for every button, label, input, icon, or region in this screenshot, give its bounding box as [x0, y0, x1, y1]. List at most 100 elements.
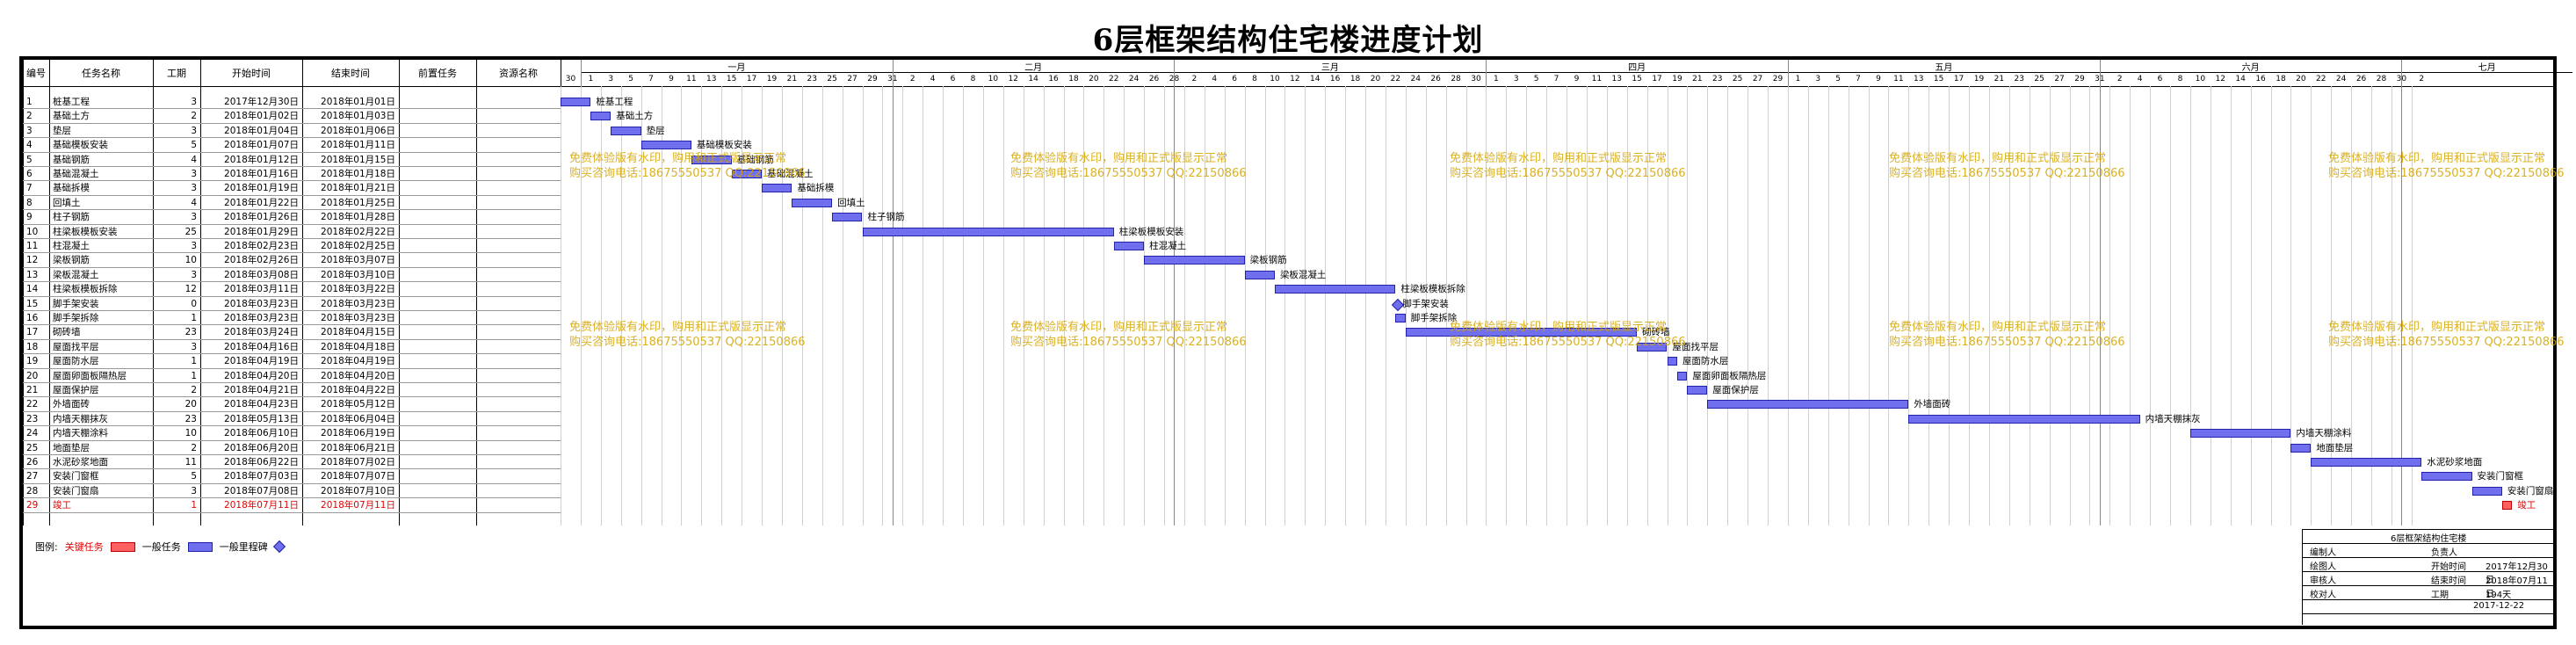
- day-gridline: [2331, 86, 2333, 525]
- task-duration: 0: [191, 298, 197, 309]
- day-gridline: [1183, 86, 1185, 525]
- task-end: 2018年06月19日: [321, 428, 395, 439]
- task-end: 2018年01月03日: [321, 111, 395, 122]
- day-tick: 28: [1451, 75, 1461, 83]
- task-name: 梁板混凝土: [53, 269, 99, 280]
- day-tick: 1: [1493, 75, 1499, 83]
- row-divider: [23, 137, 561, 139]
- day-tick: 12: [2215, 75, 2225, 83]
- task-bar: [762, 184, 792, 193]
- day-gridline: [821, 86, 823, 525]
- task-duration: 3: [191, 241, 197, 251]
- task-id: 19: [26, 356, 39, 367]
- task-end: 2018年06月21日: [321, 442, 395, 453]
- task-start: 2018年01月07日: [224, 140, 299, 151]
- task-name: 内墙天棚涂料: [53, 428, 108, 439]
- day-tick: 5: [628, 75, 633, 83]
- task-bar: [1908, 414, 2140, 424]
- row-divider: [23, 511, 561, 513]
- task-id: 26: [26, 457, 39, 467]
- watermark-line1: 免费体验版有水印，购用和正式版显示正常: [1010, 321, 1228, 334]
- watermark-line2: 购买咨询电话:18675550537 QQ:22150866: [569, 167, 806, 180]
- day-tick: 24: [2335, 75, 2347, 83]
- task-start: 2017年12月30日: [224, 97, 299, 107]
- watermark: 免费体验版有水印，购用和正式版显示正常购买咨询电话:18675550537 QQ…: [1010, 320, 1247, 350]
- day-tick: 8: [970, 75, 976, 83]
- task-id: 28: [26, 485, 39, 496]
- day-tick: 25: [827, 75, 837, 83]
- task-name: 基础混凝土: [53, 169, 99, 179]
- task-id: 8: [26, 197, 33, 208]
- day-tick: 22: [2316, 75, 2326, 83]
- task-bar-label: 内墙天棚抹灰: [2145, 413, 2201, 424]
- task-id: 16: [26, 313, 39, 323]
- task-duration: 1: [191, 500, 197, 511]
- column-header: 资源名称: [499, 68, 538, 79]
- day-gridline: [1264, 86, 1266, 525]
- day-tick: 3: [1513, 75, 1519, 83]
- task-start: 2018年03月08日: [224, 269, 299, 280]
- row-divider: [23, 122, 561, 124]
- task-start: 2018年01月26日: [224, 212, 299, 223]
- task-id: 25: [26, 442, 39, 453]
- task-start: 2018年02月26日: [224, 255, 299, 266]
- task-id: 11: [26, 241, 39, 251]
- task-bar-label: 屋面卵面板隔热层: [1692, 370, 1767, 381]
- day-tick: 22: [1109, 75, 1119, 83]
- day-tick: 17: [1953, 75, 1965, 83]
- watermark: 免费体验版有水印，购用和正式版显示正常购买咨询电话:18675550537 QQ…: [1010, 151, 1247, 181]
- task-bar: [2501, 501, 2513, 511]
- row-divider: [23, 396, 561, 398]
- task-end: 2018年03月23日: [321, 313, 395, 323]
- day-gridline: [2069, 86, 2071, 525]
- info-cell: 结束时间: [2431, 576, 2466, 586]
- task-end: 2018年02月22日: [321, 226, 395, 237]
- day-tick: 30: [565, 75, 576, 83]
- watermark-line1: 免费体验版有水印，购用和正式版显示正常: [2328, 152, 2546, 165]
- task-id: 12: [26, 255, 39, 266]
- day-gridline: [1988, 86, 1990, 525]
- day-tick: 1: [1795, 75, 1801, 83]
- task-bar-label: 基础模板安装: [696, 140, 752, 151]
- row-divider: [23, 223, 561, 225]
- day-gridline: [1949, 86, 1950, 525]
- day-tick: 1: [588, 75, 594, 83]
- task-end: 2018年04月20日: [321, 370, 395, 381]
- task-name: 梁板钢筋: [53, 255, 90, 266]
- task-start: 2018年04月23日: [224, 399, 299, 410]
- day-gridline: [1787, 86, 1789, 525]
- task-duration: 1: [191, 313, 197, 323]
- day-tick: 7: [1553, 75, 1559, 83]
- task-id: 7: [26, 183, 33, 194]
- task-id: 9: [26, 212, 33, 223]
- day-tick: 24: [1410, 75, 1421, 83]
- day-tick: 25: [2034, 75, 2044, 83]
- task-duration: 10: [185, 255, 197, 266]
- info-date-row: 2017-12-22: [2303, 600, 2554, 614]
- task-end: 2018年01月28日: [321, 212, 395, 223]
- task-end: 2018年03月23日: [321, 298, 395, 309]
- day-gridline: [1908, 86, 1910, 525]
- day-tick: 2: [2117, 75, 2123, 83]
- watermark-line2: 购买咨询电话:18675550537 QQ:22150866: [1010, 336, 1247, 349]
- watermark-line2: 购买咨询电话:18675550537 QQ:22150866: [1010, 167, 1247, 180]
- task-end: 2018年01月15日: [321, 154, 395, 165]
- day-tick: 16: [1329, 75, 1341, 83]
- day-tick: 9: [1574, 75, 1580, 83]
- day-tick: 14: [1310, 75, 1321, 83]
- day-gridline: [1164, 86, 1165, 525]
- day-gridline: [1727, 86, 1729, 525]
- info-row: 编制人负责人: [2303, 544, 2554, 558]
- task-duration: 2: [191, 442, 197, 453]
- task-name: 基础土方: [53, 111, 90, 122]
- day-tick: 13: [1611, 75, 1622, 83]
- watermark-line1: 免费体验版有水印，购用和正式版显示正常: [2328, 321, 2546, 334]
- task-bar: [1244, 270, 1275, 279]
- day-gridline: [1325, 86, 1327, 525]
- task-duration: 4: [191, 154, 197, 165]
- day-gridline: [2250, 86, 2252, 525]
- task-start: 2018年01月12日: [224, 154, 299, 165]
- row-divider: [23, 353, 561, 355]
